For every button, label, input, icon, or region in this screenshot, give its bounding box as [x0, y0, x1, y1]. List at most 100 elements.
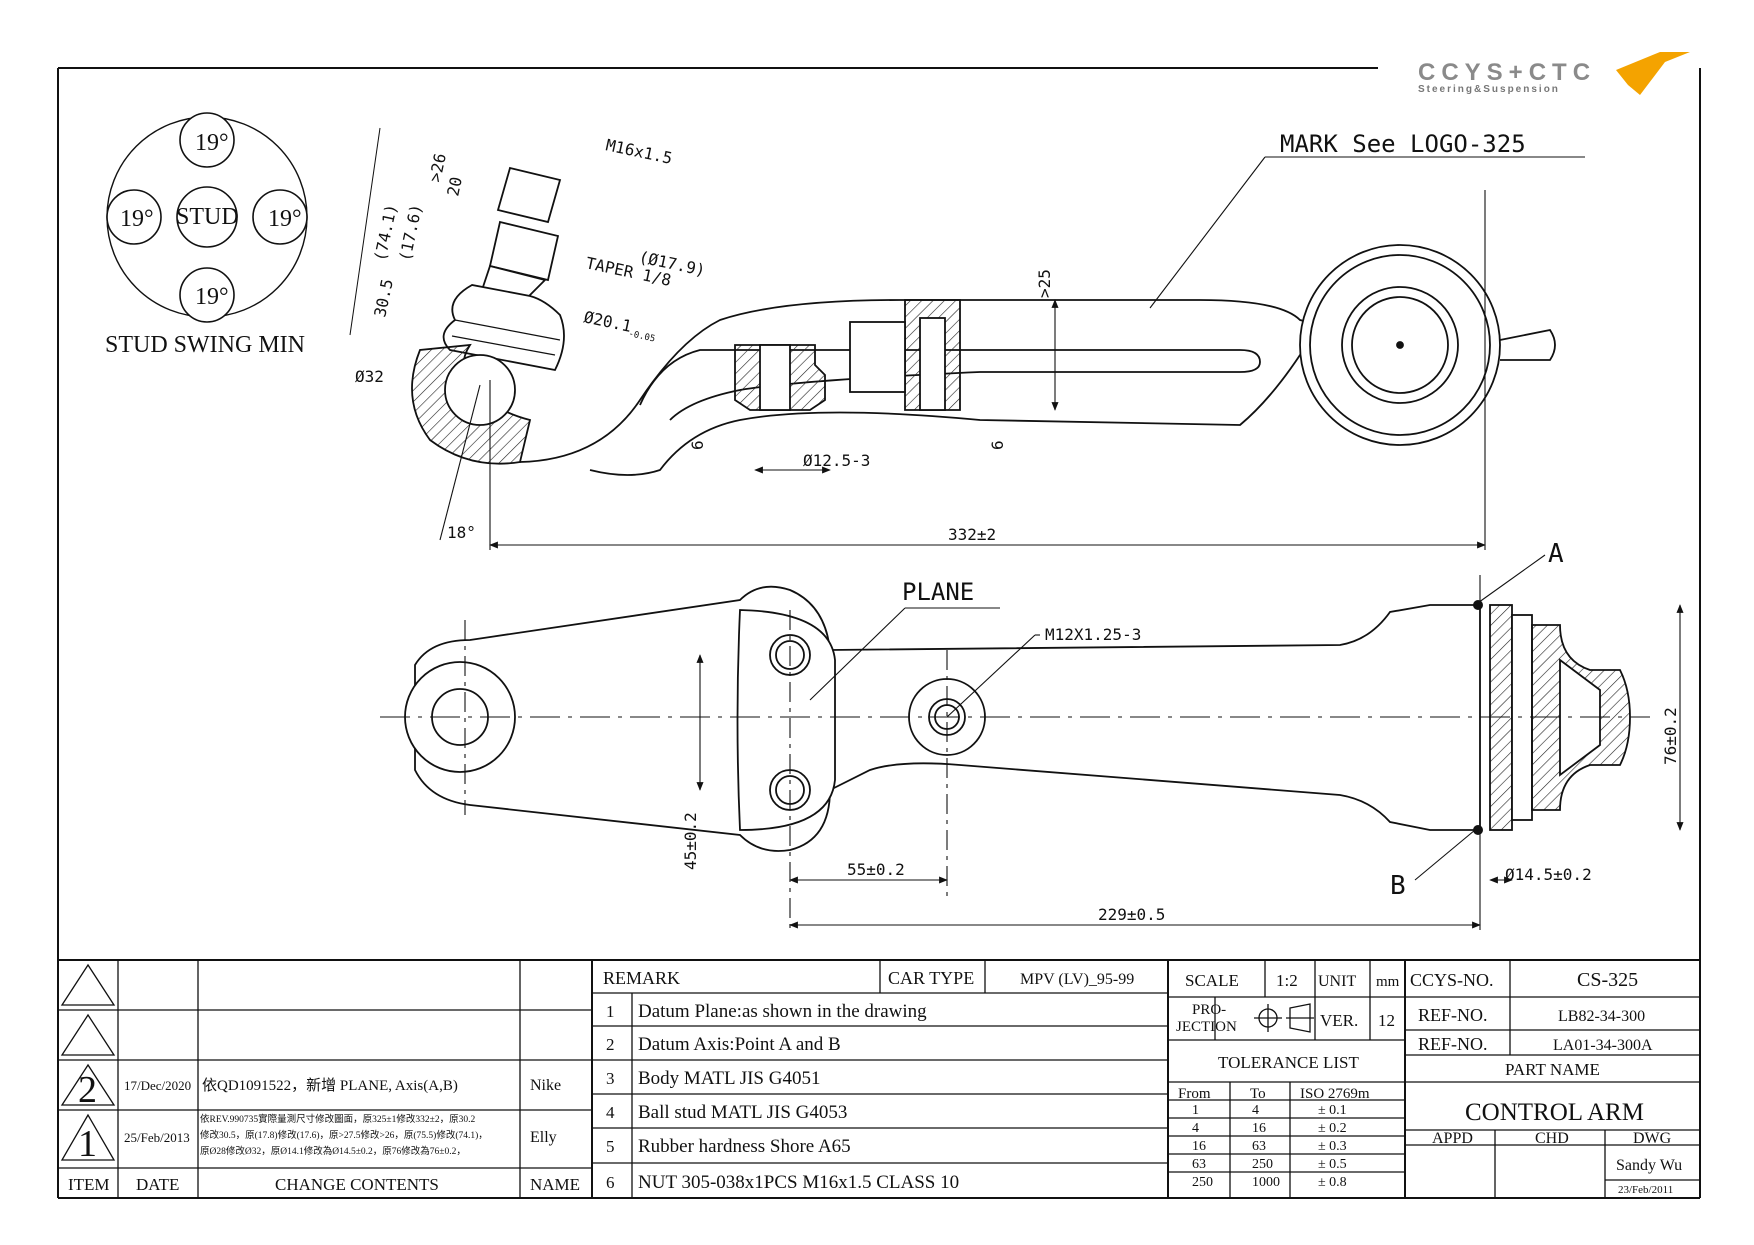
- tolerance-cell: 1000: [1252, 1175, 1280, 1190]
- tolerance-cell: 250: [1252, 1157, 1273, 1172]
- swing-left: 19°: [120, 206, 154, 232]
- swing-bottom: 19°: [195, 284, 229, 310]
- tolerance-cell: 63: [1192, 1157, 1206, 1172]
- tol-header-iso: ISO 2769m: [1300, 1086, 1370, 1102]
- dim-6b: 6: [988, 440, 1007, 450]
- dim-55: 55±0.2: [847, 860, 905, 879]
- dim-32: Ø32: [355, 367, 384, 386]
- datum-a-point: [1473, 600, 1483, 610]
- car-type-value: MPV (LV)_95-99: [1020, 971, 1134, 988]
- dwg-label: DWG: [1633, 1130, 1672, 1147]
- remark-6-no: 6: [606, 1173, 615, 1192]
- datum-b-point: [1473, 825, 1483, 835]
- rev-header-change: CHANGE CONTENTS: [275, 1175, 439, 1194]
- remark-3-no: 3: [606, 1069, 615, 1088]
- remark-1-no: 1: [606, 1002, 615, 1021]
- stud-swing-diagram: [106, 112, 308, 323]
- tolerance-cell: ± 0.2: [1318, 1121, 1347, 1136]
- title-block-lines: [58, 959, 1700, 1198]
- projection-label: PRO-JECTION: [1176, 1002, 1237, 1035]
- top-view-dimensions: [380, 554, 1684, 930]
- dim-20: 20: [443, 175, 466, 198]
- rev1-change-line2: 修改30.5，原(17.8)修改(17.6)，原>27.5修改>26，原(75.…: [200, 1129, 488, 1141]
- tol-header-to: To: [1250, 1086, 1266, 1102]
- side-view-dimensions: [349, 127, 1585, 550]
- tolerance-cell: ± 0.3: [1318, 1139, 1347, 1154]
- unit-value: mm: [1376, 974, 1400, 990]
- rev1-item: 1: [78, 1123, 97, 1165]
- remark-2-text: Datum Axis:Point A and B: [638, 1034, 841, 1055]
- remark-4-no: 4: [606, 1103, 615, 1122]
- drawer-name: Sandy Wu: [1616, 1157, 1682, 1174]
- rev-header-item: ITEM: [68, 1175, 110, 1194]
- swing-caption: STUD SWING MIN: [105, 332, 305, 358]
- datum-a-label: A: [1548, 539, 1564, 569]
- ref-no-2: LA01-34-300A: [1553, 1037, 1653, 1054]
- swing-top: 19°: [195, 130, 229, 156]
- ref-label-1: REF-NO.: [1418, 1005, 1488, 1025]
- side-view: [411, 166, 1556, 476]
- unit-label: UNIT: [1318, 973, 1356, 990]
- top-view: [404, 585, 1631, 852]
- thread-hole-label: M12X1.25-3: [1045, 625, 1141, 644]
- tolerance-cell: 16: [1192, 1139, 1206, 1154]
- dim-25: >25: [1035, 269, 1054, 298]
- dim-145: Ø14.5±0.2: [1505, 865, 1592, 884]
- tolerance-cell: 63: [1252, 1139, 1266, 1154]
- dim-201-tol: -0.05: [627, 329, 656, 344]
- dim-201: Ø20.1: [582, 307, 633, 336]
- tolerance-cell: ± 0.5: [1318, 1157, 1347, 1172]
- remark-1-text: Datum Plane:as shown in the drawing: [638, 1001, 927, 1022]
- part-name: CONTROL ARM: [1465, 1099, 1644, 1126]
- tolerance-cell: 250: [1192, 1175, 1213, 1190]
- tolerance-cell: 4: [1192, 1121, 1199, 1136]
- tolerance-title: TOLERANCE LIST: [1218, 1053, 1359, 1072]
- dim-305: 30.5: [370, 277, 397, 319]
- dim-thread: M16x1.5: [604, 135, 674, 168]
- remark-3-text: Body MATL JIS G4051: [638, 1068, 820, 1089]
- ref-no-1: LB82-34-300: [1558, 1008, 1645, 1025]
- dim-125: Ø12.5-3: [803, 451, 870, 470]
- chd-label: CHD: [1535, 1130, 1569, 1147]
- part-name-label: PART NAME: [1505, 1060, 1600, 1079]
- rev1-change-line1: 依REV.990735實際量測尺寸修改圖面，原325±1修改332±2，原30.…: [200, 1113, 475, 1125]
- remark-2-no: 2: [606, 1035, 615, 1054]
- rev2-name: Nike: [530, 1077, 561, 1094]
- ref-label-2: REF-NO.: [1418, 1034, 1488, 1054]
- ccys-no: CS-325: [1577, 969, 1638, 991]
- appd-label: APPD: [1432, 1130, 1473, 1147]
- scale-label: SCALE: [1185, 971, 1239, 990]
- datum-b-label: B: [1390, 871, 1406, 901]
- mark-note: MARK See LOGO-325: [1280, 130, 1526, 158]
- logo-swoosh-icon: [1616, 52, 1690, 95]
- remark-5-text: Rubber hardness Shore A65: [638, 1136, 851, 1157]
- rev-header-date: DATE: [136, 1175, 179, 1194]
- ccys-label: CCYS-NO.: [1410, 970, 1494, 990]
- swing-right: 19°: [268, 206, 302, 232]
- rev1-change-line3: 原Ø28修改Ø32，原Ø14.1修改為Ø14.5±0.2，原76修改為76±0.…: [200, 1145, 466, 1157]
- rev-header-name: NAME: [530, 1175, 580, 1194]
- rev2-item: 2: [78, 1069, 97, 1111]
- tolerance-cell: ± 0.8: [1318, 1175, 1347, 1190]
- remark-5-no: 5: [606, 1137, 615, 1156]
- company-logo: CCYS+CTC Steering&Suspension: [1418, 52, 1690, 95]
- dim-229: 229±0.5: [1098, 905, 1165, 924]
- remark-4-text: Ball stud MATL JIS G4053: [638, 1102, 847, 1123]
- rev1-name: Elly: [530, 1129, 557, 1146]
- sheet-border: [57, 67, 1701, 1199]
- dim-45: 45±0.2: [681, 812, 700, 870]
- remark-6-text: NUT 305-038x1PCS M16x1.5 CLASS 10: [638, 1172, 959, 1193]
- dim-176: (17.6): [395, 202, 426, 262]
- ver-value: 12: [1378, 1011, 1395, 1030]
- dim-76: 76±0.2: [1661, 707, 1680, 765]
- car-type-label: CAR TYPE: [888, 968, 974, 988]
- plane-label: PLANE: [902, 578, 974, 606]
- tolerance-cell: ± 0.1: [1318, 1103, 1347, 1118]
- remark-header: REMARK: [603, 968, 680, 988]
- rev1-date: 25/Feb/2013: [124, 1130, 190, 1145]
- dim-6a: 6: [688, 440, 707, 450]
- dwg-date: 23/Feb/2011: [1618, 1184, 1673, 1196]
